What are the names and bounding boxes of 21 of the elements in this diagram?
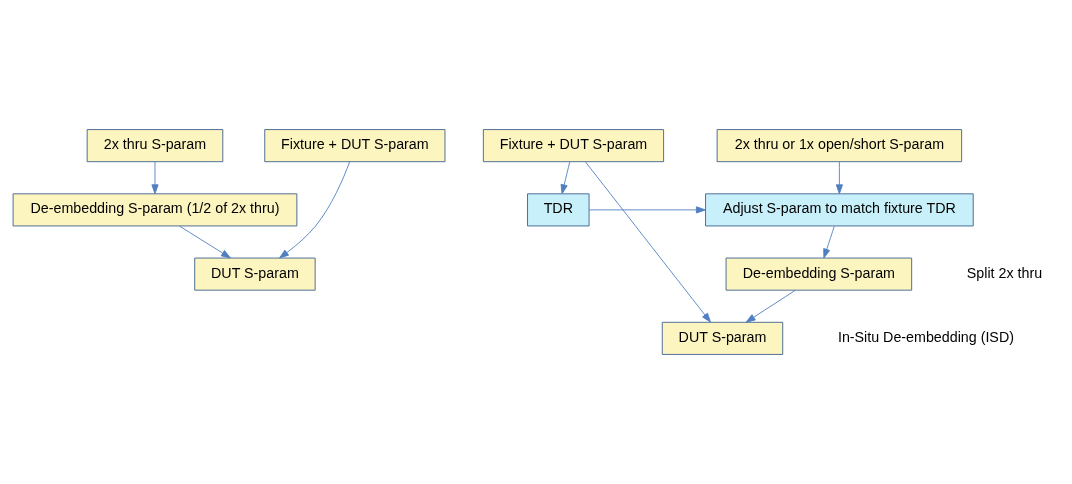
label: In-Situ De-embedding (ISD) [837, 328, 1014, 345]
node-box: Adjust S-param to match fixture TDR [705, 193, 974, 227]
arrow [179, 225, 231, 259]
arrow [151, 161, 159, 195]
arrow [835, 161, 843, 195]
arrow [279, 161, 351, 259]
node-box: Fixture + DUT S-param [482, 129, 665, 163]
node-box: TDR [527, 193, 590, 227]
arrow [745, 289, 796, 323]
node-box: DUT S-param [194, 257, 316, 291]
node-box: 2x thru or 1x open/short S-param [716, 129, 963, 163]
node-box: Fixture + DUT S-param [264, 129, 446, 163]
node-box: De-embedding S-param [725, 257, 913, 291]
arrow [560, 161, 571, 195]
node-box: 2x thru S-param [86, 129, 224, 163]
arrow [588, 206, 706, 214]
node-box: De-embedding S-param (1/2 of 2x thru) [12, 193, 298, 227]
arrow [823, 225, 835, 259]
label: Split 2x thru [966, 264, 1043, 281]
arrow [584, 161, 711, 323]
node-box: DUT S-param [661, 321, 784, 355]
